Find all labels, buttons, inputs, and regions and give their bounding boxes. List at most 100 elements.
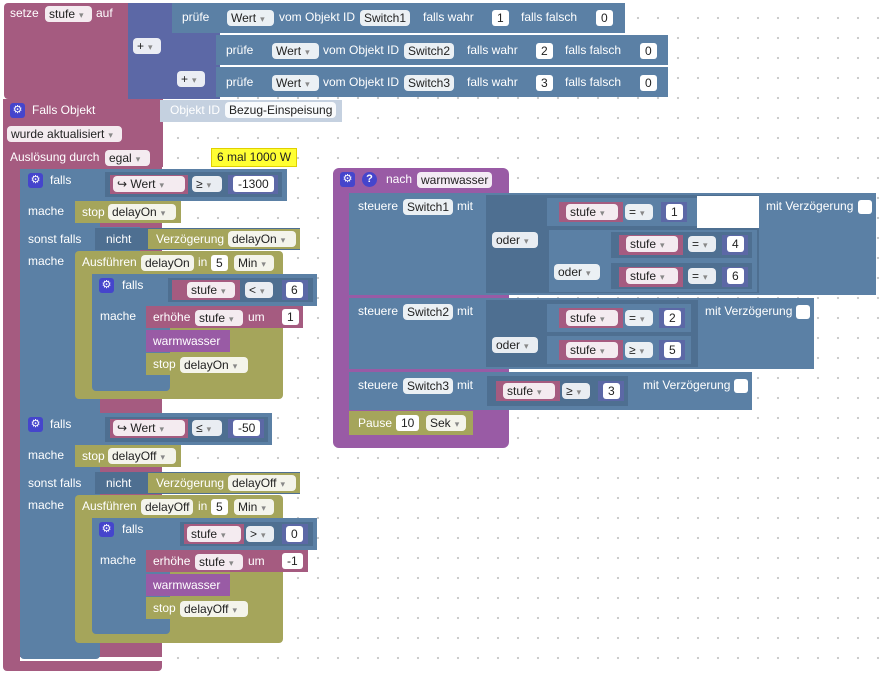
timer-dropdown[interactable]: delayOn▾ [108,204,176,220]
timer-dropdown[interactable]: delayOff▾ [108,448,176,464]
variable-dropdown[interactable]: stufe▾ [566,342,618,358]
help-icon[interactable]: ? [362,172,377,187]
timer-dropdown[interactable]: delayOff▾ [180,601,248,617]
pause-value[interactable]: 10 [396,415,420,431]
number-value[interactable]: -50 [233,420,261,436]
delay-value[interactable]: 5 [211,499,228,515]
pause-unit-dropdown[interactable]: Sek▾ [426,415,466,431]
do-label: mache [100,553,137,567]
event-dropdown[interactable]: wurde aktualisiert▾ [7,126,122,142]
plus-operator-dropdown[interactable]: +▾ [133,38,161,54]
function-name-field[interactable]: warmwasser [417,172,493,188]
object-id-field[interactable]: Switch2 [403,304,454,320]
number-value[interactable]: 6 [727,268,744,284]
or-operator-dropdown[interactable]: oder▾ [492,232,538,248]
false-value[interactable]: 0 [640,43,657,59]
delay-checkbox[interactable] [858,200,872,214]
if-label: falls [50,417,72,431]
operator-dropdown[interactable]: =▾ [625,310,653,326]
gear-icon[interactable]: ⚙ [10,103,25,118]
increment-value[interactable]: 1 [282,309,299,325]
true-value[interactable]: 2 [536,43,553,59]
delay-option-label: mit Verzögerung [705,304,793,318]
or-operator-dropdown[interactable]: oder▾ [492,337,538,353]
gear-icon[interactable]: ⚙ [340,172,355,187]
value-dropdown[interactable]: ↪ Wert▾ [113,420,185,436]
variable-dropdown[interactable]: stufe▾ [566,204,618,220]
number-value[interactable]: 0 [286,526,303,542]
operator-dropdown[interactable]: ≥▾ [562,383,590,399]
variable-dropdown[interactable]: stufe▾ [195,310,243,326]
timer-dropdown[interactable]: delayOn▾ [228,231,296,247]
gear-icon[interactable]: ⚙ [28,173,43,188]
call-function-block[interactable] [146,574,230,596]
delay-checkbox[interactable] [796,305,810,319]
unit-dropdown[interactable]: Min▾ [234,255,274,271]
with-label: mit [457,304,473,318]
true-value[interactable]: 3 [536,75,553,91]
object-id-label: vom Objekt ID [323,75,400,89]
object-id-field[interactable]: Bezug-Einspeisung [225,102,337,118]
value-dropdown[interactable]: ↪ Wert▾ [113,176,185,192]
number-value[interactable]: 2 [664,310,681,326]
variable-dropdown[interactable]: stufe▾ [187,282,235,298]
operator-dropdown[interactable]: <▾ [245,282,273,298]
object-id-field[interactable]: Switch3 [403,378,454,394]
delay-value[interactable]: 5 [211,255,228,271]
gear-icon[interactable]: ⚙ [99,278,114,293]
variable-dropdown[interactable]: stufe▾ [45,6,92,22]
do-label: mache [28,448,65,462]
operator-dropdown[interactable]: ≥▾ [625,342,653,358]
number-value[interactable]: 5 [664,342,681,358]
object-id-field[interactable]: Switch2 [404,43,455,59]
operator-dropdown[interactable]: ≤▾ [192,420,222,436]
value-dropdown[interactable]: Wert▾ [272,43,319,59]
value-dropdown[interactable]: Wert▾ [227,10,274,26]
value-dropdown[interactable]: Wert▾ [272,75,319,91]
exec-label: Ausführen [82,499,137,513]
math-plus-block-2[interactable] [172,33,220,99]
object-id-field[interactable]: Switch1 [403,199,454,215]
or-operator-dropdown[interactable]: oder▾ [554,264,600,280]
gear-icon[interactable]: ⚙ [28,417,43,432]
true-value[interactable]: 1 [492,10,509,26]
timer-dropdown[interactable]: delayOff [141,499,194,515]
object-id-field[interactable]: Switch1 [360,10,411,26]
operator-dropdown[interactable]: =▾ [688,236,716,252]
do-label: mache [28,254,65,268]
operator-dropdown[interactable]: ≥▾ [192,176,222,192]
function-name: warmwasser [153,578,221,592]
stop-label: stop [82,449,105,463]
increment-value[interactable]: -1 [282,553,303,569]
variable-dropdown[interactable]: stufe▾ [503,383,555,399]
unit-dropdown[interactable]: Min▾ [234,499,274,515]
number-value[interactable]: 3 [603,383,620,399]
number-value[interactable]: 4 [727,236,744,252]
variable-dropdown[interactable]: stufe▾ [187,526,241,542]
timer-dropdown[interactable]: delayOn▾ [180,357,248,373]
false-value[interactable]: 0 [640,75,657,91]
false-value[interactable]: 0 [596,10,613,26]
timer-dropdown[interactable]: delayOff▾ [228,475,296,491]
variable-dropdown[interactable]: stufe▾ [195,554,243,570]
number-value[interactable]: -1300 [233,176,274,192]
operator-dropdown[interactable]: =▾ [688,268,716,284]
plus-operator-dropdown[interactable]: +▾ [177,71,205,87]
variable-dropdown[interactable]: stufe▾ [626,268,678,284]
do-label: mache [28,498,65,512]
call-function-block[interactable] [146,330,230,352]
number-value[interactable]: 6 [286,282,303,298]
operator-dropdown[interactable]: >▾ [246,526,274,542]
timer-dropdown[interactable]: delayOn [141,255,194,271]
variable-dropdown[interactable]: stufe▾ [566,310,618,326]
delay-checkbox[interactable] [734,379,748,393]
gear-icon[interactable]: ⚙ [99,522,114,537]
cause-dropdown[interactable]: egal▾ [105,150,150,166]
increment-label: erhöhe [153,310,191,324]
variable-dropdown[interactable]: stufe▾ [626,236,678,252]
else-if-label: sonst falls [28,476,82,490]
operator-dropdown[interactable]: =▾ [625,204,653,220]
number-value[interactable]: 1 [666,204,683,220]
control-label: steuere [358,199,399,213]
object-id-field[interactable]: Switch3 [404,75,455,91]
